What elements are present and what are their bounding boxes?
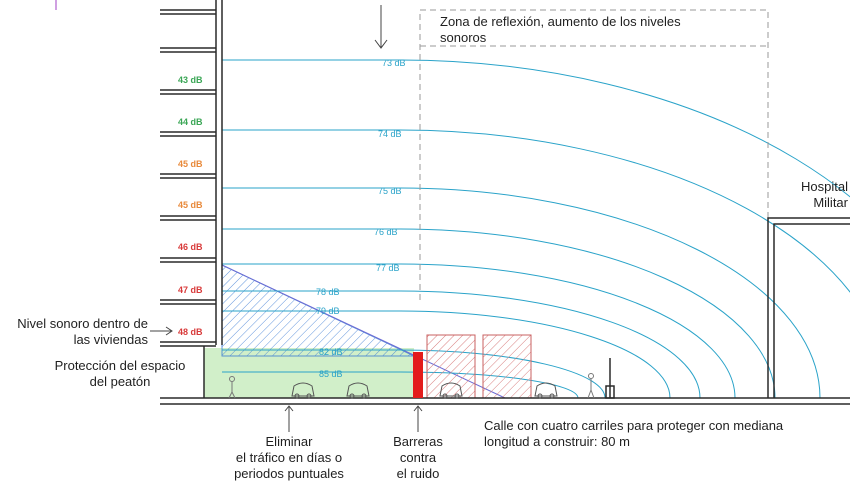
residential-building [160,0,223,398]
street-line-2: longitud a construir: 80 m [484,434,630,449]
floor-level-label: 48 dB [178,327,203,337]
contour-line [222,59,850,198]
reflection-zone-outline [419,9,769,300]
car-1 [291,382,315,399]
hospital-label: Hospital Militar [780,179,848,211]
pedestrian-line-1: Protección del espacio [54,358,186,373]
reflection-zone-label: Zona de reflexión, aumento de los nivele… [440,14,681,46]
floor-level-label: 46 dB [178,242,203,252]
floor-level-label: 43 dB [178,75,203,85]
floor-level-label: 45 dB [178,159,203,169]
pedestrian-figure-right [587,373,595,399]
contour-label: 79 dB [316,306,340,316]
contour-label: 77 dB [376,263,400,273]
barrier-line-3: el ruido [396,466,440,481]
median-post [605,358,615,399]
pedestrian-protection-label: Protección del espacio del peatón [46,358,194,390]
contour-label: 82 dB [319,347,343,357]
contour-label: 74 dB [378,129,402,139]
contour-label: 76 dB [374,227,398,237]
contour-line [222,187,821,399]
car-3 [439,382,463,399]
eliminate-line-1: Eliminar [265,434,313,449]
indoor-level-line-1: Nivel sonoro dentro de [17,316,148,331]
contour-label: 75 dB [378,186,402,196]
floor-level-label: 47 dB [178,285,203,295]
contour-line [222,310,671,399]
reflection-zone-line-1: Zona de reflexión, aumento de los nivele… [440,14,681,29]
contour-label: 78 dB [316,287,340,297]
street-label: Calle con cuatro carriles para proteger … [484,418,783,450]
hospital-building [767,217,850,398]
reflection-zone-line-2: sonoros [440,30,487,45]
eliminate-line-2: el tráfico en días o [235,450,343,465]
eliminate-line-3: periodos puntuales [234,466,344,481]
hatched-box-right [482,334,532,399]
barrier-label: Barreras contra el ruido [380,434,456,482]
hatched-box-left [426,334,476,399]
hospital-line-1: Hospital [801,179,848,194]
barrier-line-2: contra [399,450,437,465]
indoor-level-arrow-icon [150,326,173,336]
pedestrian-figure-left [228,376,236,399]
contour-line [222,290,701,399]
contour-label: 73 dB [382,58,406,68]
eliminate-arrow-icon [284,405,294,432]
pedestrian-line-2: del peatón [89,374,151,389]
street-line-1: Calle con cuatro carriles para proteger … [484,418,784,433]
noise-barrier [413,352,423,398]
eliminate-traffic-label: Eliminar el tráfico en días o periodos p… [214,434,364,482]
barrier-line-1: Barreras [393,434,443,449]
barrier-arrow-icon [413,405,423,432]
contour-line [222,263,736,399]
reflection-arrow-icon [374,5,388,49]
floor-level-label: 45 dB [178,200,203,210]
car-4 [534,382,558,399]
indoor-level-label: Nivel sonoro dentro de las viviendas [2,316,148,348]
floor-level-label: 44 dB [178,117,203,127]
contour-label: 85 dB [319,369,343,379]
indoor-level-line-2: las viviendas [73,332,148,347]
contour-line [222,129,850,293]
hospital-line-2: Militar [813,195,848,210]
car-2 [346,382,370,399]
street-ground [160,397,850,405]
contour-line [222,228,776,399]
